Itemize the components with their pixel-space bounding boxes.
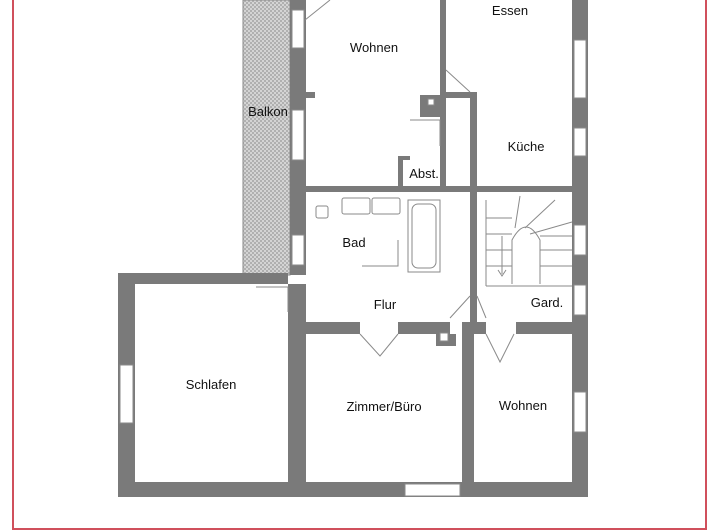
windows [119, 9, 587, 497]
label-kueche: Küche [508, 139, 545, 154]
label-wohnen-bottom: Wohnen [499, 398, 547, 413]
balcony-floor [242, 0, 291, 276]
label-wohnen-top: Wohnen [350, 40, 398, 55]
label-gard: Gard. [531, 295, 564, 310]
label-balkon: Balkon [248, 104, 288, 119]
label-abst: Abst. [409, 166, 439, 181]
label-schlafen: Schlafen [186, 377, 237, 392]
label-bad: Bad [342, 235, 365, 250]
door-swings [256, 0, 515, 364]
label-essen: Essen [492, 3, 528, 18]
page-border [12, 0, 707, 530]
bathroom-fixtures [315, 197, 441, 273]
label-flur: Flur [374, 297, 397, 312]
room-labels: Essen Wohnen Balkon Küche Abst. Bad Flur… [186, 3, 564, 414]
staircase [485, 195, 573, 287]
label-zimmer-buero: Zimmer/Büro [346, 399, 421, 414]
